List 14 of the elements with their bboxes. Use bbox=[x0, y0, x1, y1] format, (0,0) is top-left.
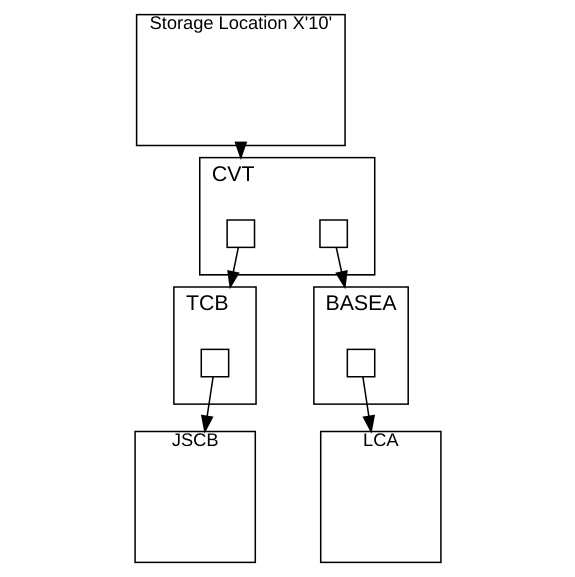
node-box: LCA bbox=[319, 430, 442, 564]
cluster: TCB bbox=[172, 286, 256, 405]
cluster: BASEA bbox=[312, 286, 408, 405]
arrow bbox=[200, 377, 214, 434]
node-box bbox=[226, 219, 255, 248]
arrow bbox=[362, 377, 375, 434]
node-box bbox=[200, 348, 229, 378]
arrow bbox=[234, 142, 247, 160]
node-box: JSCB bbox=[134, 430, 256, 564]
node-box bbox=[318, 219, 348, 248]
node-box bbox=[346, 348, 375, 378]
arrow bbox=[226, 248, 240, 290]
arrow bbox=[334, 248, 348, 290]
cluster: CVT bbox=[198, 156, 375, 276]
